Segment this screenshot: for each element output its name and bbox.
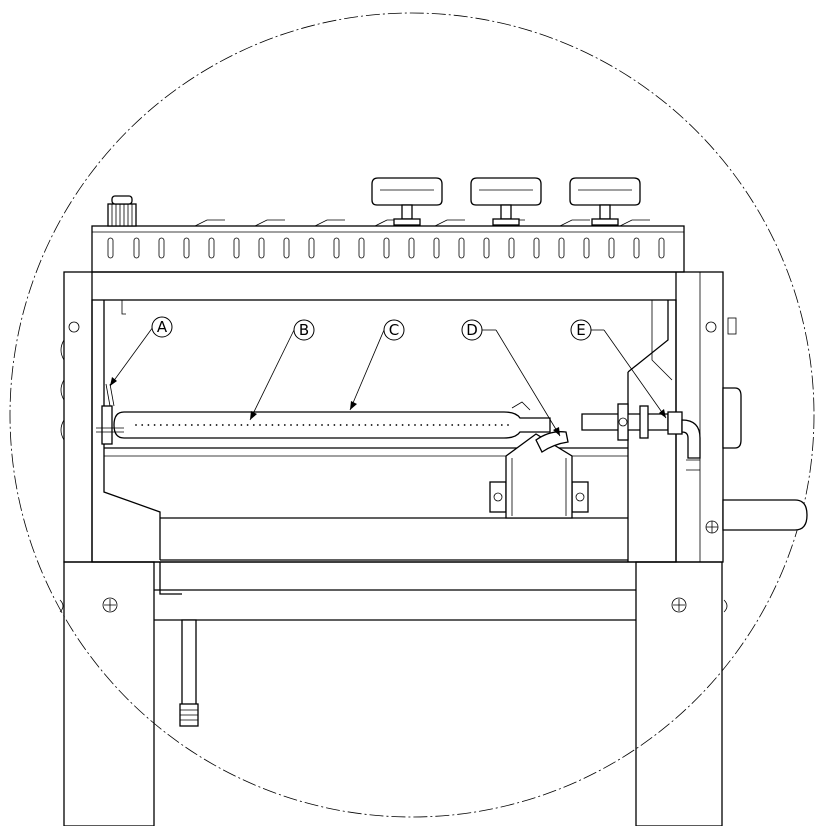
burner-port (190, 424, 193, 426)
callout-label-b: B (299, 321, 309, 339)
igniter-knob (107, 195, 137, 227)
burner-port (345, 424, 348, 426)
burner-port (383, 424, 385, 426)
burner-port (463, 424, 466, 426)
burner-port (469, 424, 472, 426)
burner-port (265, 424, 268, 426)
burner-port (246, 424, 249, 426)
callout-c: C (349, 319, 405, 411)
burner-port (500, 424, 503, 426)
burner-port (451, 424, 454, 426)
callout-a: A (109, 316, 173, 387)
burner-port (389, 424, 392, 426)
lower-cabinet (59, 561, 728, 826)
burner-port (420, 424, 423, 426)
burner-port (426, 424, 429, 426)
burner-port (358, 424, 361, 426)
burner-port (184, 424, 187, 426)
burner-port (197, 424, 199, 426)
burner-port (290, 424, 292, 426)
burner-port (221, 424, 224, 426)
burner-port (141, 424, 144, 426)
control-panel (91, 219, 685, 273)
burner-port (203, 424, 206, 426)
burner-port (438, 424, 441, 426)
burner-port (364, 424, 367, 426)
burner-port (321, 424, 323, 426)
burner-port (395, 424, 398, 426)
burner-port (271, 424, 274, 426)
burner-port (327, 424, 330, 426)
callout-label-a: A (157, 318, 168, 336)
burner-port (234, 424, 237, 426)
burner-port (308, 424, 311, 426)
burner-port (252, 424, 255, 426)
burner-port (228, 424, 230, 426)
burner-port (407, 424, 410, 426)
burner-port (159, 424, 162, 426)
callout-d: D (461, 319, 561, 437)
callout-b: B (249, 319, 315, 421)
burner-port (476, 424, 478, 426)
burner-port (457, 424, 460, 426)
burner-port (283, 424, 286, 426)
burner-ports (135, 424, 509, 426)
burner-port (259, 424, 261, 426)
burner-port (432, 424, 435, 426)
burner-port (302, 424, 305, 426)
callout-e: E (570, 319, 667, 419)
burner-port (507, 424, 509, 426)
burner-tube (96, 383, 551, 445)
burner-port (178, 424, 181, 426)
burner-port (401, 424, 404, 426)
right-handle (705, 317, 808, 534)
burner-port (488, 424, 491, 426)
burner-bracket (489, 401, 589, 519)
burner-port (339, 424, 342, 426)
callout-label-e: E (576, 321, 585, 339)
burner-port (314, 424, 317, 426)
burner-port (209, 424, 212, 426)
burner-port (494, 424, 497, 426)
burner-port (414, 424, 416, 426)
control-knob-1 (371, 177, 443, 226)
burner-port (296, 424, 299, 426)
control-knob-2 (470, 177, 542, 226)
detail-view-circle (9, 12, 815, 818)
burner-port (277, 424, 280, 426)
burner-port (153, 424, 156, 426)
burner-port (352, 424, 354, 426)
callout-label-c: C (389, 321, 399, 339)
burner-port (240, 424, 243, 426)
control-knob-3 (569, 177, 641, 226)
burner-port (147, 424, 150, 426)
burner-port (333, 424, 336, 426)
burner-port (215, 424, 218, 426)
burner-port (166, 424, 168, 426)
burner-port (370, 424, 373, 426)
burner-port (135, 424, 137, 426)
callout-label-d: D (466, 321, 478, 339)
burner-port (445, 424, 447, 426)
burner-port (376, 424, 379, 426)
vent-slots (107, 237, 665, 259)
burner-port (172, 424, 175, 426)
gas-valve-assembly (581, 403, 701, 471)
burner-port (482, 424, 485, 426)
